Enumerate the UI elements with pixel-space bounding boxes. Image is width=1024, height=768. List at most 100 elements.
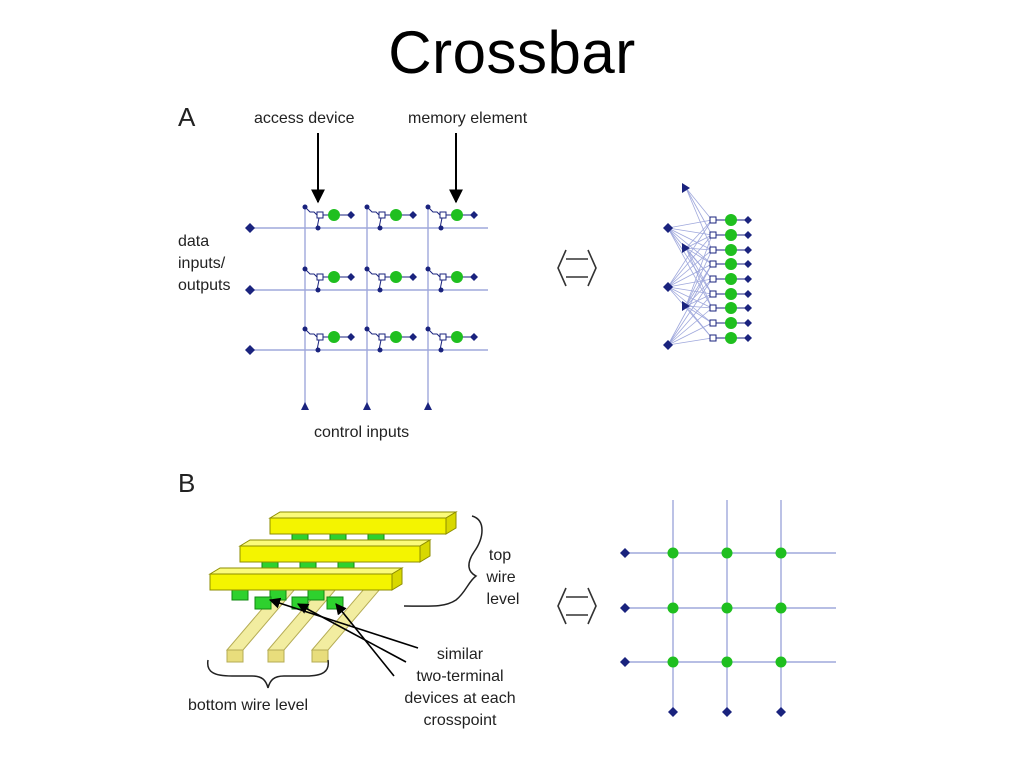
memory-element (328, 271, 340, 283)
b-crosspoint-device (667, 547, 679, 559)
control-inputs-label: control inputs (314, 424, 409, 441)
network-output-terminal (744, 275, 752, 283)
b-crosspoint-device (775, 656, 787, 668)
network-link (685, 278, 713, 307)
network-input-terminal (663, 223, 673, 233)
network-access-device (709, 275, 717, 283)
network-link (685, 234, 713, 249)
memory-element (451, 271, 463, 283)
junction-node (438, 225, 444, 231)
devices-label-line-1: similar (437, 646, 484, 663)
bottom-wire-end-face (226, 649, 244, 663)
access-device-body (316, 211, 324, 219)
network-input-terminal (663, 282, 673, 292)
memory-element (451, 209, 463, 221)
network-link (667, 322, 713, 346)
top-wire-label-line-1: top (489, 547, 511, 564)
control-terminal (363, 402, 371, 410)
control-terminal (424, 402, 432, 410)
top-wire-upper-face (238, 539, 432, 547)
top-wire-front-face (209, 573, 393, 591)
network-output-terminal (744, 334, 752, 342)
device-pointer-arrows (268, 597, 419, 677)
data-terminal (245, 285, 255, 295)
access-device (427, 328, 441, 338)
network-access-device (709, 319, 717, 327)
top-wire-upper-face (268, 511, 458, 519)
b-crosspoint-device (775, 547, 787, 559)
network-memory-element (725, 288, 737, 300)
network-access-device (709, 290, 717, 298)
cell-output-terminal (409, 273, 417, 281)
b-row-terminal (620, 548, 630, 558)
junction-node (377, 347, 383, 353)
network-access-device (709, 231, 717, 239)
network-link (667, 307, 713, 346)
network-memory-element (725, 258, 737, 270)
junction-node (438, 347, 444, 353)
cell-output-terminal (470, 333, 478, 341)
b-column-terminal (776, 707, 786, 717)
access-device-body (316, 273, 324, 281)
memory-element (390, 271, 402, 283)
b-row-terminal (620, 603, 630, 613)
equivalence-icon-a (557, 249, 597, 287)
junction-node (315, 347, 321, 353)
network-control-terminal (682, 301, 690, 311)
panel-a-letter: A (178, 102, 196, 132)
network-memory-element (725, 214, 737, 226)
network-memory-element (725, 332, 737, 344)
network-memory-element (725, 273, 737, 285)
access-device (427, 206, 441, 216)
access-device-body (316, 333, 324, 341)
slide-title: Crossbar (388, 19, 636, 86)
access-device-body (439, 211, 447, 219)
network-memory-element (725, 229, 737, 241)
network-link (667, 227, 713, 236)
b-crosspoint-device (721, 547, 733, 559)
network-link (667, 278, 713, 346)
network-access-device (709, 246, 717, 254)
b-row-terminal (620, 657, 630, 667)
network-memory-element (725, 317, 737, 329)
data-io-label-line-3: outputs (178, 277, 230, 294)
data-terminal (245, 345, 255, 355)
access-device (366, 206, 380, 216)
top-wire-label-line-2: wire (485, 569, 515, 586)
junction-node (315, 287, 321, 293)
network-output-terminal (744, 260, 752, 268)
access-device (366, 268, 380, 278)
bottom-wire-label: bottom wire level (188, 697, 308, 714)
junction-node (438, 287, 444, 293)
network-output-terminal (744, 231, 752, 239)
network-access-device (709, 334, 717, 342)
memory-element (328, 331, 340, 343)
b-column-terminal (722, 707, 732, 717)
network-link (685, 247, 713, 265)
cell-output-terminal (470, 211, 478, 219)
devices-label-line-4: crosspoint (424, 712, 497, 729)
network-link (667, 234, 713, 288)
cell-output-terminal (409, 333, 417, 341)
network-input-terminal (663, 340, 673, 350)
devices-label-line-2: two-terminal (416, 668, 503, 685)
crosspoint-device (269, 589, 287, 601)
panel-a-equivalent-network (663, 183, 752, 350)
control-terminal (301, 402, 309, 410)
cell-output-terminal (347, 273, 355, 281)
network-control-terminal (682, 183, 690, 193)
access-device (304, 328, 318, 338)
top-wire-end-face (391, 567, 403, 591)
network-link (685, 247, 713, 280)
top-wire-label-line-3: level (487, 591, 520, 608)
network-link (685, 249, 713, 307)
crosspoint-device (231, 589, 249, 601)
network-access-device (709, 304, 717, 312)
panel-b-letter: B (178, 468, 195, 498)
data-io-label-line-1: data (178, 233, 209, 250)
network-link (685, 219, 713, 249)
network-link (685, 293, 713, 307)
bottom-wire-brace (206, 659, 330, 689)
top-wire-end-face (419, 539, 431, 563)
bottom-wire-end-face (311, 649, 329, 663)
